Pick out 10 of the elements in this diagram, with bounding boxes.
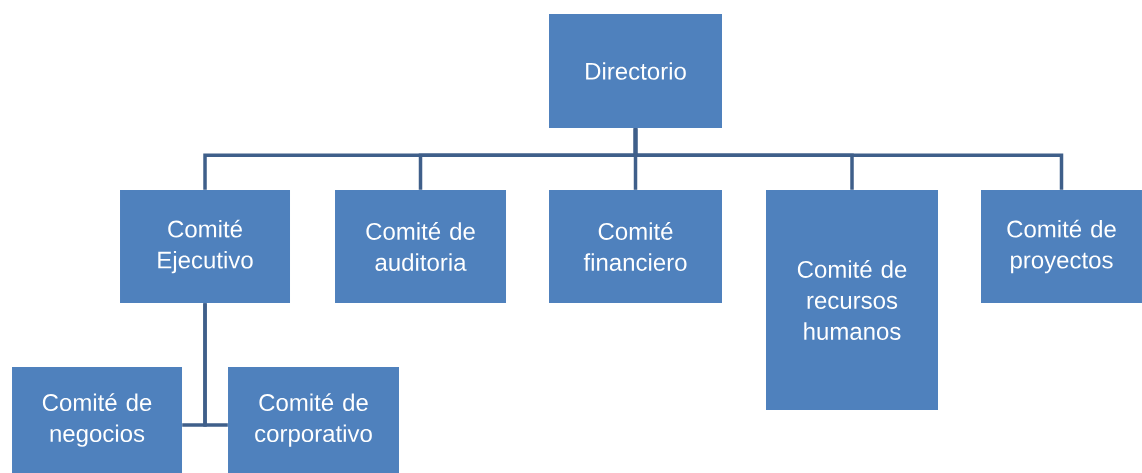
org-box: Comité financiero	[549, 190, 722, 303]
org-box: Comité de recursos humanos	[766, 190, 938, 410]
org-box: Comité de negocios	[12, 367, 182, 473]
org-box: Directorio	[549, 14, 722, 128]
org-box: Comité de auditoria	[335, 190, 506, 303]
connector-line	[633, 128, 1064, 190]
connector-line	[203, 303, 228, 427]
org-box: Comité de corporativo	[228, 367, 399, 473]
org-box: Comité Ejecutivo	[120, 190, 290, 303]
org-box: Comité de proyectos	[981, 190, 1142, 303]
